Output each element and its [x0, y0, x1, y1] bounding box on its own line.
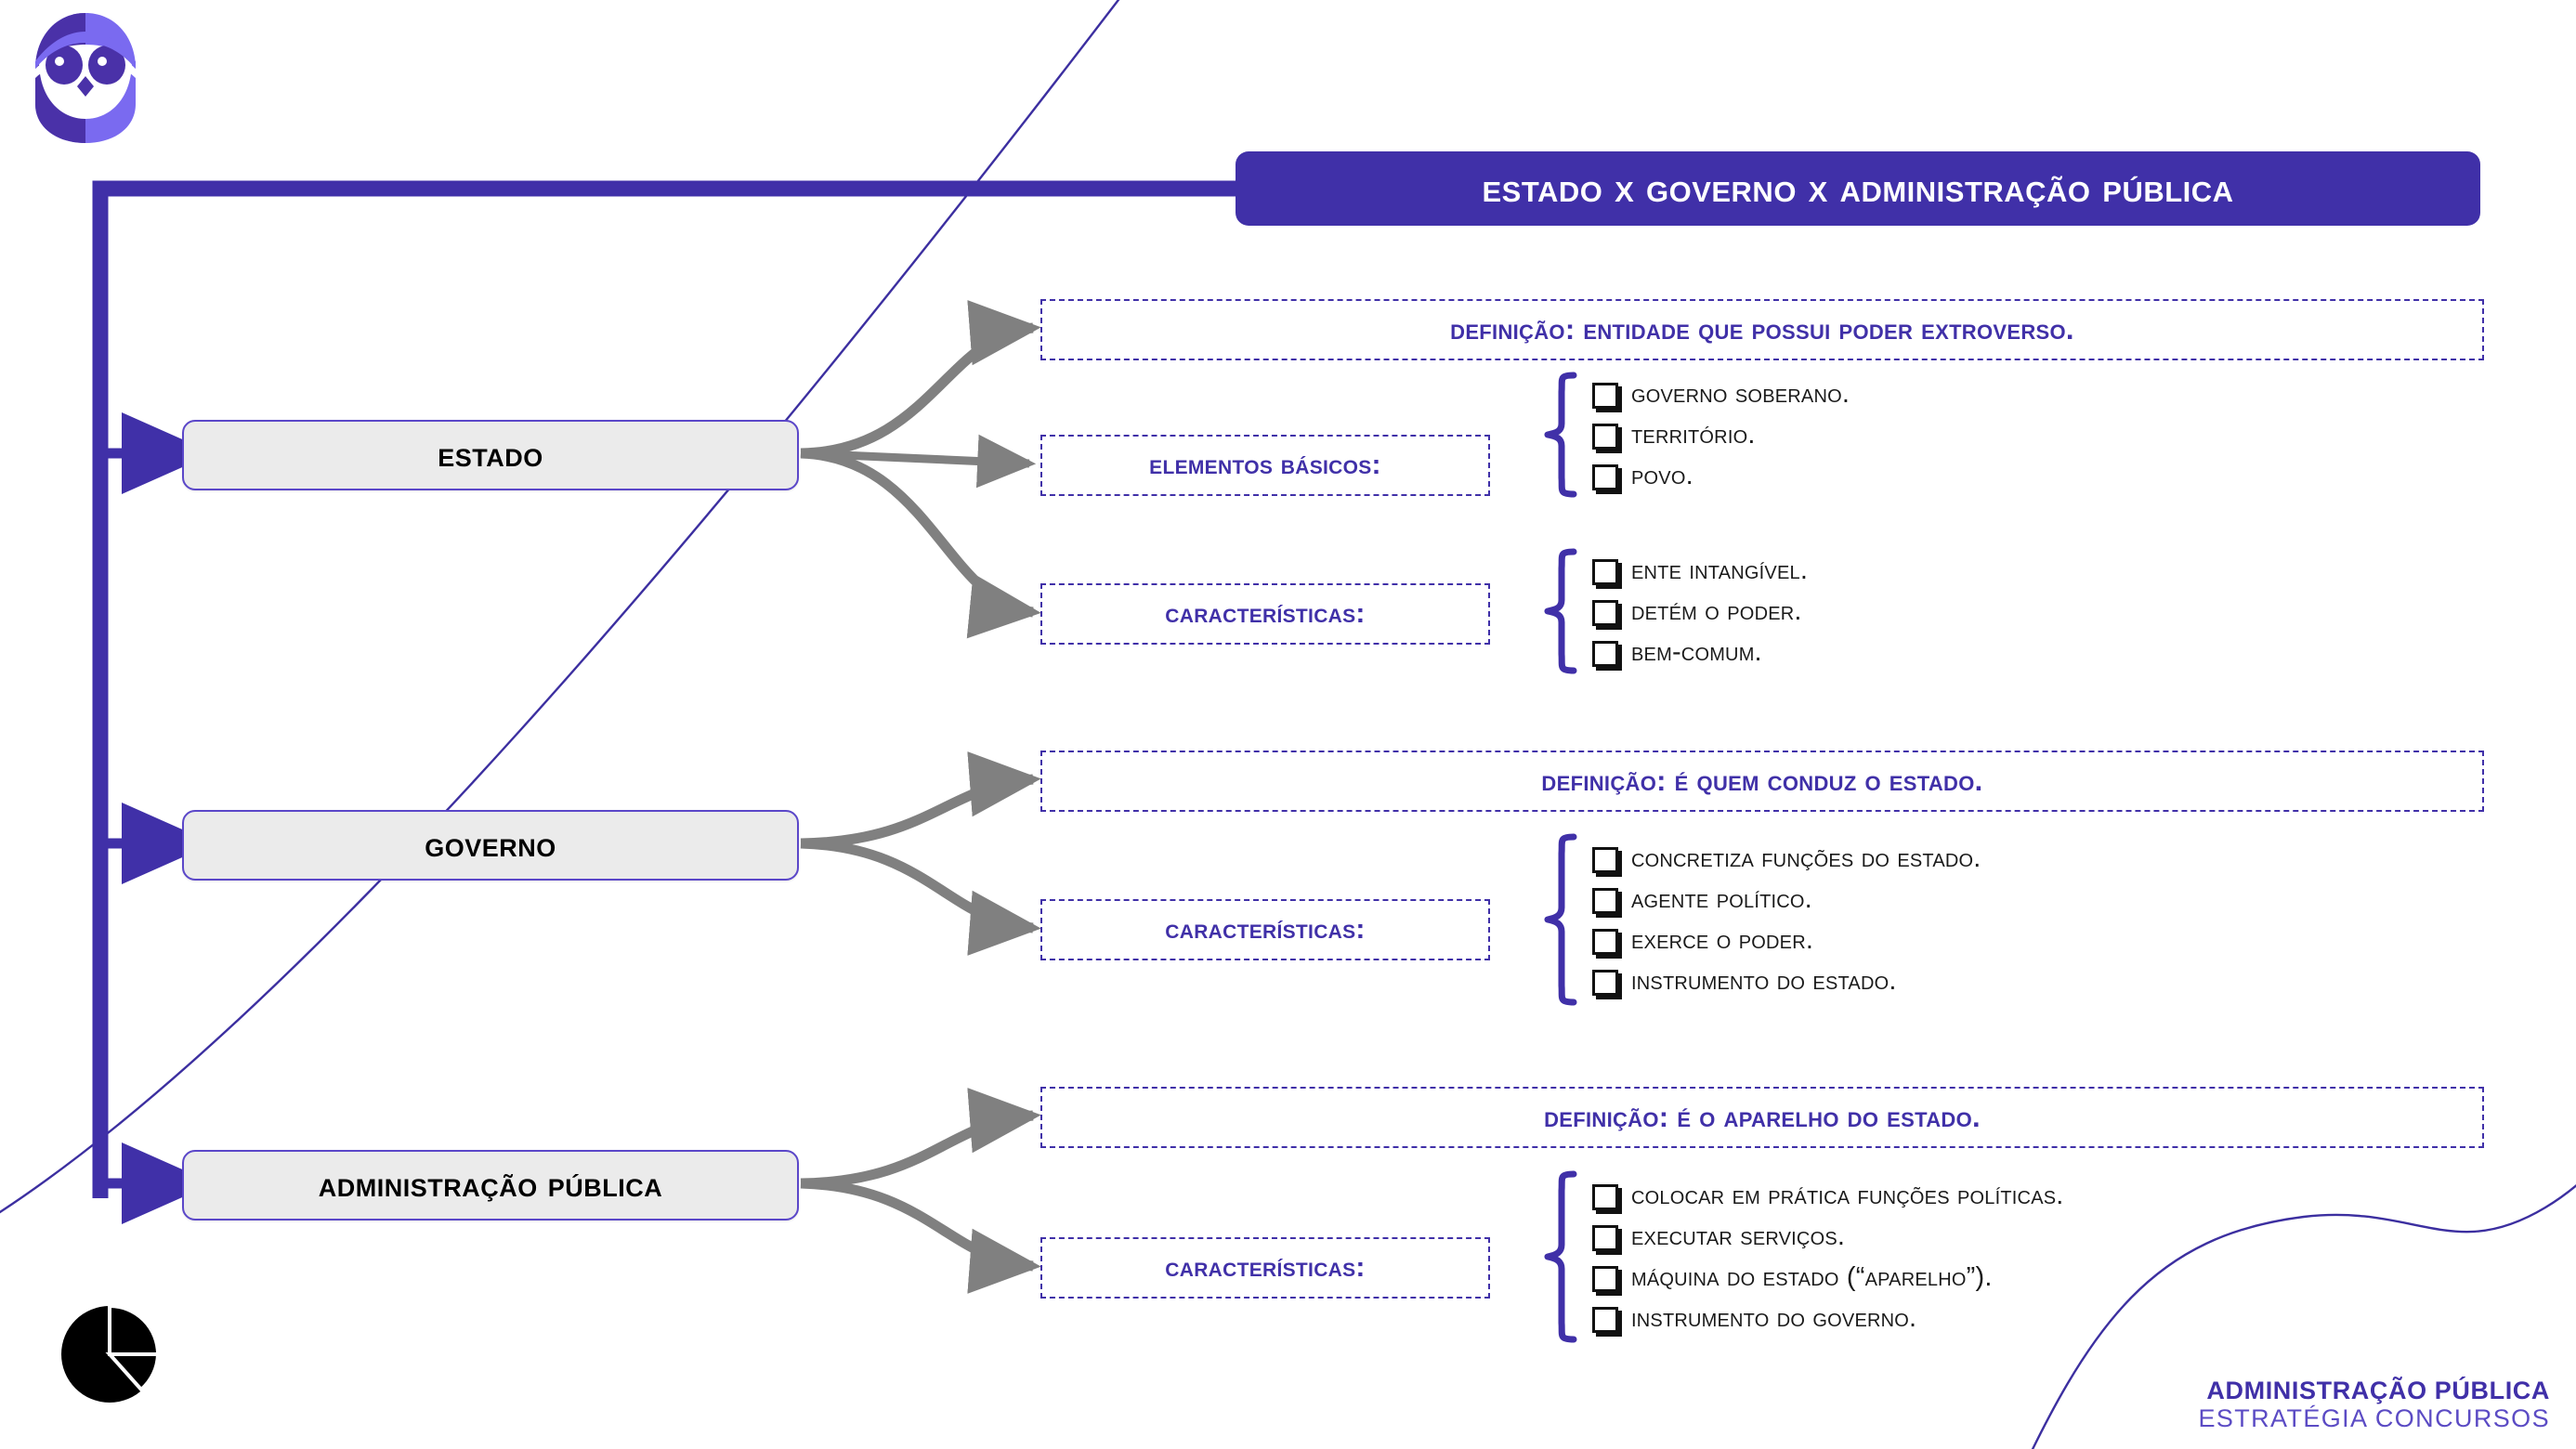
node-administracao-publica-label: ADMINISTRAÇÃO PÚBLICA: [318, 1165, 663, 1205]
list-item: EXECUTAR SERVIÇOS.: [1592, 1216, 2064, 1257]
estado-elements-list: GOVERNO SOBERANO. TERRITÓRIO. POVO.: [1579, 373, 1850, 496]
page-title-text: ESTADO X GOVERNO X ADMINISTRAÇÃO PÚBLICA: [1482, 165, 2234, 211]
list-item-label: TERRITÓRIO.: [1631, 420, 1756, 450]
checkbox-square-icon: [1592, 1184, 1618, 1210]
admpub-features-list: COLOCAR EM PRÁTICA FUNÇÕES POLÍTICAS. EX…: [1579, 1175, 2064, 1338]
list-item: TERRITÓRIO.: [1592, 414, 1850, 455]
checkbox-square-icon: [1592, 559, 1618, 585]
governo-features-list: CONCRETIZA FUNÇÕES DO ESTADO. AGENTE POL…: [1579, 838, 1981, 1001]
list-item-label: ENTE INTANGÍVEL.: [1631, 555, 1809, 585]
list-item-label: POVO.: [1631, 461, 1693, 490]
pie-chart-icon: [61, 1303, 161, 1403]
list-item: ENTE INTANGÍVEL.: [1592, 550, 1808, 591]
arrow-admpub-features: [800, 1178, 1041, 1294]
list-item-label: EXERCE O PODER.: [1631, 925, 1814, 955]
checkbox-square-icon: [1592, 929, 1618, 955]
brand-line-1: ADMINISTRAÇÃO PÚBLICA: [2206, 1376, 2550, 1404]
brace-icon: [1544, 833, 1577, 1006]
list-item: GOVERNO SOBERANO.: [1592, 373, 1850, 414]
checkbox-square-icon: [1592, 1307, 1618, 1333]
checkbox-square-icon: [1592, 970, 1618, 996]
list-item-label: COLOCAR EM PRÁTICA FUNÇÕES POLÍTICAS.: [1631, 1181, 2064, 1210]
list-item: BEM-COMUM.: [1592, 632, 1808, 672]
governo-features-group: CONCRETIZA FUNÇÕES DO ESTADO. AGENTE POL…: [1542, 831, 1981, 1008]
governo-features-label-box: CARACTERÍSTICAS:: [1040, 899, 1490, 960]
admpub-features-label-box: CARACTERÍSTICAS:: [1040, 1237, 1490, 1299]
node-governo-label: GOVERNO: [425, 825, 556, 865]
checkbox-square-icon: [1592, 847, 1618, 873]
node-governo[interactable]: GOVERNO: [182, 810, 799, 881]
estado-elements-label-box: ELEMENTOS BÁSICOS:: [1040, 435, 1490, 496]
estado-features-label: CARACTERÍSTICAS:: [1165, 598, 1366, 629]
brand-footer: ADMINISTRAÇÃO PÚBLICA ESTRATÉGIA CONCURS…: [2198, 1377, 2550, 1432]
governo-definition-box: DEFINIÇÃO: É QUEM CONDUZ O ESTADO.: [1040, 751, 2484, 812]
list-item-label: EXECUTAR SERVIÇOS.: [1631, 1221, 1846, 1251]
estado-definition-box: DEFINIÇÃO: ENTIDADE QUE POSSUI PODER EXT…: [1040, 299, 2484, 360]
list-item: COLOCAR EM PRÁTICA FUNÇÕES POLÍTICAS.: [1592, 1175, 2064, 1216]
arrow-governo-definition: [800, 751, 1041, 849]
list-item-label: INSTRUMENTO DO GOVERNO.: [1631, 1303, 1917, 1333]
arrow-governo-features: [800, 838, 1041, 956]
estado-elements-label: ELEMENTOS BÁSICOS:: [1149, 450, 1381, 480]
list-item: POVO.: [1592, 455, 1850, 496]
admpub-definition-box: DEFINIÇÃO: É O APARELHO DO ESTADO.: [1040, 1087, 2484, 1148]
list-item: INSTRUMENTO DO ESTADO.: [1592, 960, 1981, 1001]
list-item-label: DETÉM O PODER.: [1631, 596, 1802, 626]
checkbox-square-icon: [1592, 888, 1618, 914]
node-estado-label: ESTADO: [438, 435, 543, 475]
list-item: CONCRETIZA FUNÇÕES DO ESTADO.: [1592, 838, 1981, 879]
list-item: DETÉM O PODER.: [1592, 591, 1808, 632]
admpub-features-group: COLOCAR EM PRÁTICA FUNÇÕES POLÍTICAS. EX…: [1542, 1168, 2064, 1345]
page-title: ESTADO X GOVERNO X ADMINISTRAÇÃO PÚBLICA: [1236, 151, 2480, 226]
governo-features-label: CARACTERÍSTICAS:: [1165, 914, 1366, 945]
admpub-definition-text: DEFINIÇÃO: É O APARELHO DO ESTADO.: [1544, 1101, 1981, 1133]
list-item-label: BEM-COMUM.: [1631, 637, 1762, 667]
brace-icon: [1544, 372, 1577, 498]
brace-icon: [1544, 1170, 1577, 1343]
arrow-estado-elements: [800, 434, 1037, 489]
checkbox-square-icon: [1592, 424, 1618, 450]
list-item-label: MÁQUINA DO ESTADO (“APARELHO”).: [1631, 1262, 1993, 1292]
node-administracao-publica[interactable]: ADMINISTRAÇÃO PÚBLICA: [182, 1150, 799, 1221]
list-item: MÁQUINA DO ESTADO (“APARELHO”).: [1592, 1257, 2064, 1298]
list-item: AGENTE POLÍTICO.: [1592, 879, 1981, 920]
estado-features-group: ENTE INTANGÍVEL. DETÉM O PODER. BEM-COMU…: [1542, 546, 1808, 676]
governo-definition-text: DEFINIÇÃO: É QUEM CONDUZ O ESTADO.: [1541, 764, 1983, 797]
owl-icon: [35, 13, 136, 143]
estado-elements-group: GOVERNO SOBERANO. TERRITÓRIO. POVO.: [1542, 370, 1850, 500]
estado-features-list: ENTE INTANGÍVEL. DETÉM O PODER. BEM-COMU…: [1579, 550, 1808, 672]
arrow-estado-features: [800, 448, 1041, 639]
arrow-admpub-definition: [800, 1088, 1041, 1189]
estado-features-label-box: CARACTERÍSTICAS:: [1040, 583, 1490, 645]
node-estado[interactable]: ESTADO: [182, 420, 799, 490]
list-item-label: INSTRUMENTO DO ESTADO.: [1631, 966, 1897, 996]
checkbox-square-icon: [1592, 641, 1618, 667]
checkbox-square-icon: [1592, 1225, 1618, 1251]
checkbox-square-icon: [1592, 464, 1618, 490]
arrow-estado-definition: [800, 300, 1041, 459]
list-item: INSTRUMENTO DO GOVERNO.: [1592, 1298, 2064, 1338]
estado-definition-text: DEFINIÇÃO: ENTIDADE QUE POSSUI PODER EXT…: [1450, 313, 2074, 346]
checkbox-square-icon: [1592, 1266, 1618, 1292]
list-item-label: AGENTE POLÍTICO.: [1631, 884, 1812, 914]
list-item-label: CONCRETIZA FUNÇÕES DO ESTADO.: [1631, 843, 1981, 873]
admpub-features-label: CARACTERÍSTICAS:: [1165, 1252, 1366, 1283]
brand-line-2: ESTRATÉGIA CONCURSOS: [2198, 1403, 2550, 1432]
list-item-label: GOVERNO SOBERANO.: [1631, 379, 1850, 409]
checkbox-square-icon: [1592, 600, 1618, 626]
list-item: EXERCE O PODER.: [1592, 920, 1981, 960]
checkbox-square-icon: [1592, 383, 1618, 409]
brace-icon: [1544, 548, 1577, 674]
